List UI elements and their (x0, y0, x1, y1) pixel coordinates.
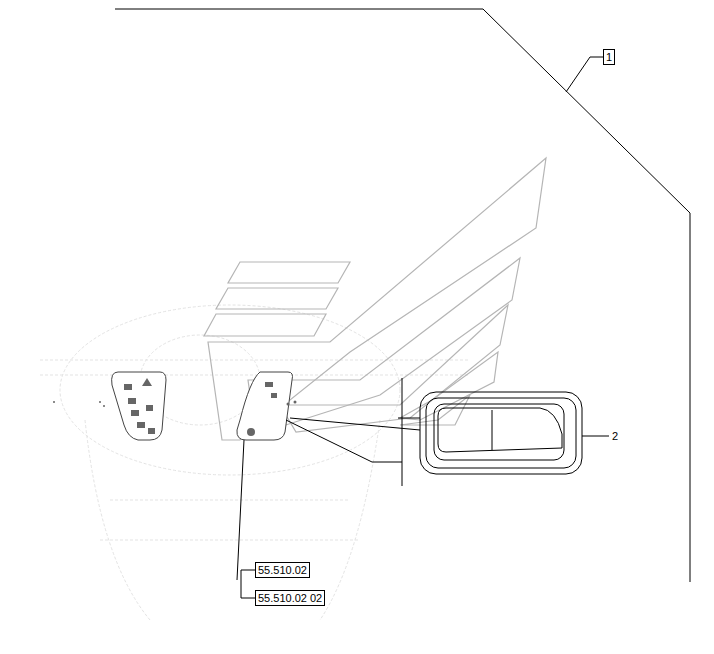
reference-box: 1 (603, 49, 615, 65)
reference-number: 55.510.02 02 (258, 592, 322, 604)
callout-number: 1 (606, 51, 612, 63)
reference-box: 55.510.02 02 (255, 590, 325, 606)
reference-number: 55.510.02 (258, 564, 307, 576)
reference-box: 55.510.02 (255, 562, 310, 578)
callout-number: 2 (612, 429, 618, 443)
